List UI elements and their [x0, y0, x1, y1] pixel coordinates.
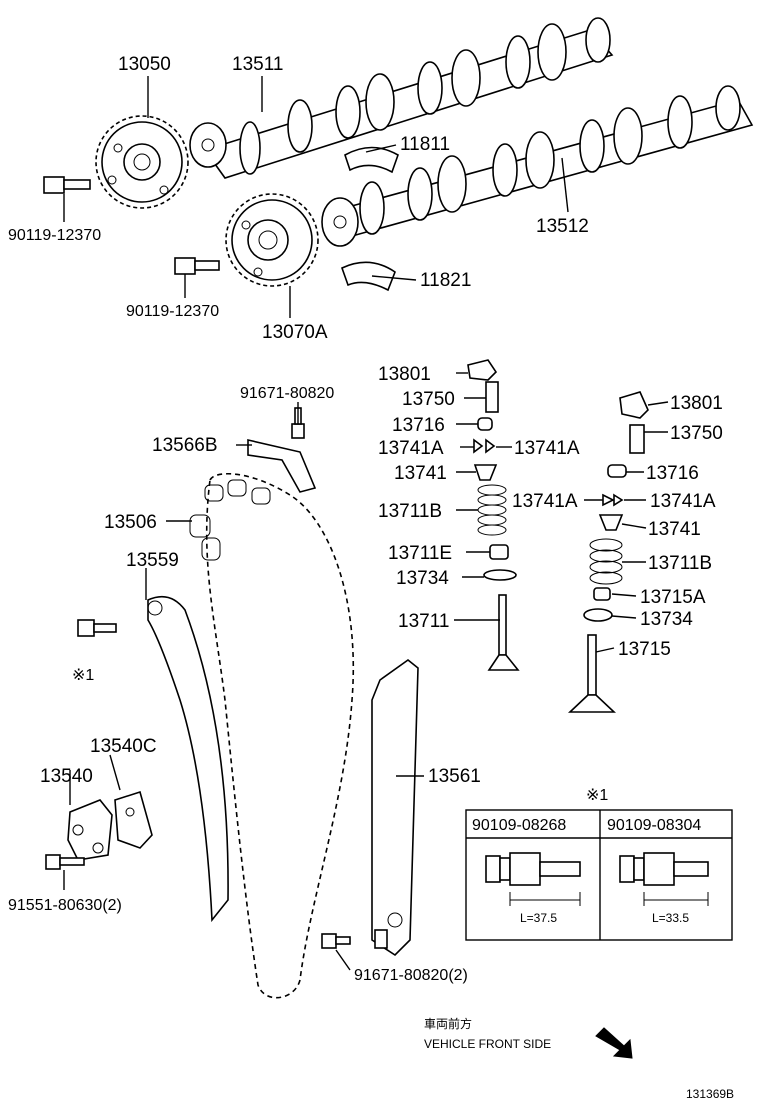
label-right-13711b: 13711B	[648, 553, 712, 574]
camshaft-bearing-11821	[341, 261, 396, 292]
label-left-13711: 13711	[398, 611, 449, 632]
cam-timing-gear-13050	[95, 115, 189, 209]
label-left-13741a-1: 13741A	[378, 438, 444, 459]
valve-train-left	[467, 359, 520, 671]
part-labels: 13050 13511 11811 13512 11821 13070A 901…	[8, 54, 723, 984]
label-left-13716: 13716	[392, 415, 445, 436]
table-bolt-2-icon	[619, 852, 709, 906]
table-col2-length: L=33.5	[652, 911, 689, 925]
label-left-13750: 13750	[402, 389, 455, 410]
valve-train-right	[567, 391, 649, 713]
label-left-13741a-2: 13741A	[514, 438, 580, 459]
label-bolt-91551-80630: 91551-80630(2)	[8, 897, 122, 914]
timing-chain-13506	[189, 472, 355, 999]
label-bolt-90119-12370-lower: 90119-12370	[126, 303, 219, 320]
label-right-13734: 13734	[640, 609, 693, 630]
label-ref-mark-1: ※1	[72, 667, 94, 684]
label-13512: 13512	[536, 216, 589, 237]
label-right-13750: 13750	[670, 423, 723, 444]
label-13559: 13559	[126, 550, 179, 571]
chain-guide-13566b	[247, 407, 317, 493]
bolt-91671-80820-bottom	[321, 933, 351, 949]
table-bolt-1-icon	[485, 852, 581, 906]
label-right-13741a-2: 13741A	[650, 491, 716, 512]
label-13050: 13050	[118, 54, 171, 75]
label-13070a: 13070A	[262, 322, 328, 343]
figure-id: 131369B	[686, 1087, 734, 1101]
leader-lines	[63, 76, 669, 971]
label-13561: 13561	[428, 766, 481, 787]
label-right-13741a-1: 13741A	[512, 491, 578, 512]
label-bolt-91671-80820: 91671-80820	[240, 385, 334, 402]
label-right-13741: 13741	[648, 519, 701, 540]
table-col1-part-no: 90109-08268	[472, 817, 566, 834]
direction-japanese: 車両前方	[424, 1016, 472, 1031]
table-col1-length: L=37.5	[520, 911, 557, 925]
label-13506: 13506	[104, 512, 157, 533]
label-left-13741: 13741	[394, 463, 447, 484]
label-11821: 11821	[420, 270, 471, 291]
bolt-91551-80630	[45, 854, 85, 870]
label-right-13715a: 13715A	[640, 587, 706, 608]
label-left-13711e: 13711E	[388, 543, 452, 564]
label-right-13801: 13801	[670, 393, 723, 414]
label-left-13801: 13801	[378, 364, 431, 385]
label-right-13715: 13715	[618, 639, 671, 660]
table-col2-part-no: 90109-08304	[607, 817, 701, 834]
label-left-13734: 13734	[396, 568, 449, 589]
chain-tensioner-slipper-13559	[147, 595, 229, 923]
chain-guide-13561	[371, 658, 419, 957]
camshaft-bearing-11811	[344, 146, 399, 174]
label-left-13711b: 13711B	[378, 501, 442, 522]
chain-tensioner-13540	[67, 799, 113, 861]
bolt-length-table: ※1 90109-08268 90109-08304 L=37.5 L=33.5	[465, 787, 733, 941]
camshaft-13511	[189, 17, 614, 179]
label-right-13716: 13716	[646, 463, 699, 484]
label-13540: 13540	[40, 766, 93, 787]
bolt-90119-12370-upper	[43, 176, 91, 194]
label-13566b: 13566B	[152, 435, 218, 456]
label-bolt-91671-80820-2: 91671-80820(2)	[354, 967, 468, 984]
label-13511: 13511	[232, 54, 283, 75]
vehicle-front-arrow-icon	[595, 1027, 633, 1059]
tensioner-gasket-13540c	[114, 790, 153, 849]
bolt-ref-mark-1	[77, 619, 117, 637]
bolt-90119-12370-lower	[174, 257, 220, 275]
direction-english: VEHICLE FRONT SIDE	[424, 1037, 551, 1051]
camshaft-13512	[321, 85, 754, 247]
label-bolt-90119-12370-upper: 90119-12370	[8, 227, 101, 244]
cam-timing-gear-13070a	[225, 193, 319, 287]
label-11811: 11811	[400, 134, 450, 155]
table-ref-mark: ※1	[586, 787, 608, 804]
label-13540c: 13540C	[90, 736, 157, 757]
